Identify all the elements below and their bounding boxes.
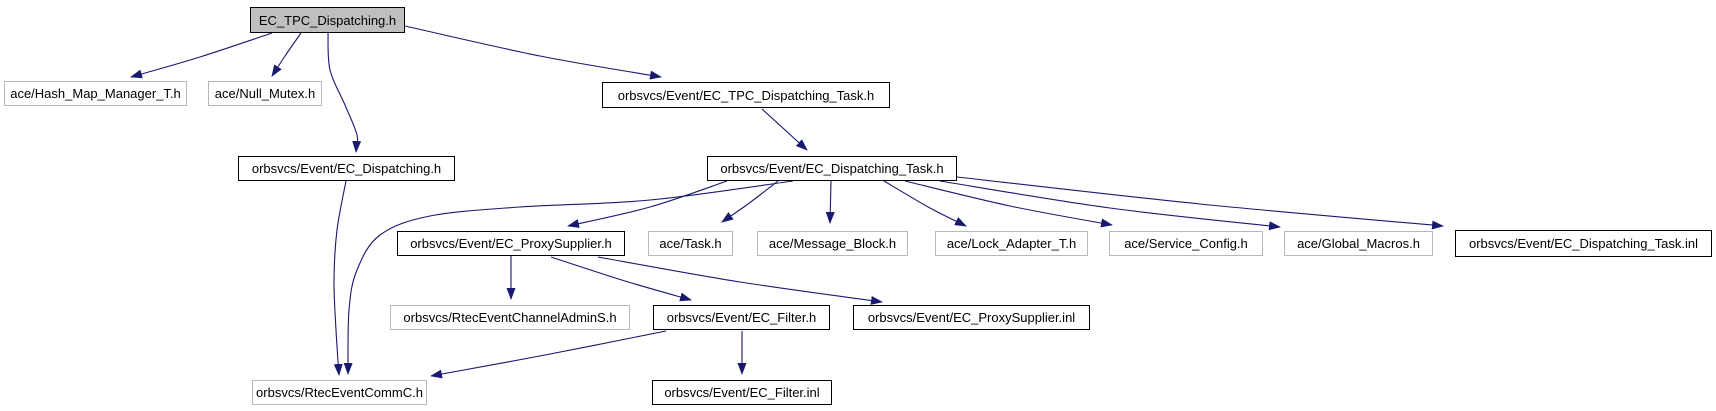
edge-disptask-lockadapter	[883, 180, 967, 227]
edge-root-tpctask	[404, 25, 662, 80]
node-nullmutex: ace/Null_Mutex.h	[208, 81, 322, 106]
edge-root-hashmap	[130, 32, 273, 79]
node-msgblock: ace/Message_Block.h	[757, 231, 908, 256]
edge-proxysup-proxyinl	[597, 256, 883, 305]
node-proxyinl[interactable]: orbsvcs/Event/EC_ProxySupplier.inl	[853, 305, 1090, 330]
edge-disptask-proxysup	[567, 180, 728, 228]
edge-filter-commc	[430, 330, 667, 379]
node-proxysup[interactable]: orbsvcs/Event/EC_ProxySupplier.h	[397, 231, 625, 256]
node-globalmacros: ace/Global_Macros.h	[1284, 231, 1433, 256]
node-hashmap: ace/Hash_Map_Manager_T.h	[4, 81, 187, 106]
node-root: EC_TPC_Dispatching.h	[250, 7, 405, 33]
node-task: ace/Task.h	[648, 231, 733, 256]
node-commc: orbsvcs/RtecEventCommC.h	[252, 380, 427, 405]
edge-root-dispatching	[327, 32, 362, 153]
edge-disptask-commc	[343, 180, 794, 375]
node-filterinl[interactable]: orbsvcs/Event/EC_Filter.inl	[652, 380, 832, 405]
edge-root-nullmutex	[271, 32, 302, 77]
node-disptask[interactable]: orbsvcs/Event/EC_Dispatching_Task.h	[707, 156, 957, 181]
node-svcconfig: ace/Service_Config.h	[1109, 231, 1263, 256]
edge-disptask-dispinl	[956, 176, 1444, 230]
edge-disptask-svcconfig	[904, 180, 1113, 228]
node-tpctask[interactable]: orbsvcs/Event/EC_TPC_Dispatching_Task.h	[602, 82, 890, 108]
edge-disptask-msgblock	[825, 180, 835, 224]
node-dispinl[interactable]: orbsvcs/Event/EC_Dispatching_Task.inl	[1455, 230, 1712, 257]
node-lockadapter: ace/Lock_Adapter_T.h	[935, 231, 1088, 256]
edge-disptask-globalmacros	[939, 180, 1281, 231]
edge-tpctask-disptask	[761, 108, 808, 151]
edge-proxysup-filter	[550, 256, 692, 302]
node-admins: orbsvcs/RtecEventChannelAdminS.h	[390, 305, 630, 330]
edge-disptask-task	[721, 180, 779, 223]
node-filter[interactable]: orbsvcs/Event/EC_Filter.h	[653, 305, 830, 330]
edge-dispatching-commc	[333, 180, 347, 376]
node-dispatching[interactable]: orbsvcs/Event/EC_Dispatching.h	[238, 156, 455, 181]
edge-group	[130, 25, 1444, 379]
